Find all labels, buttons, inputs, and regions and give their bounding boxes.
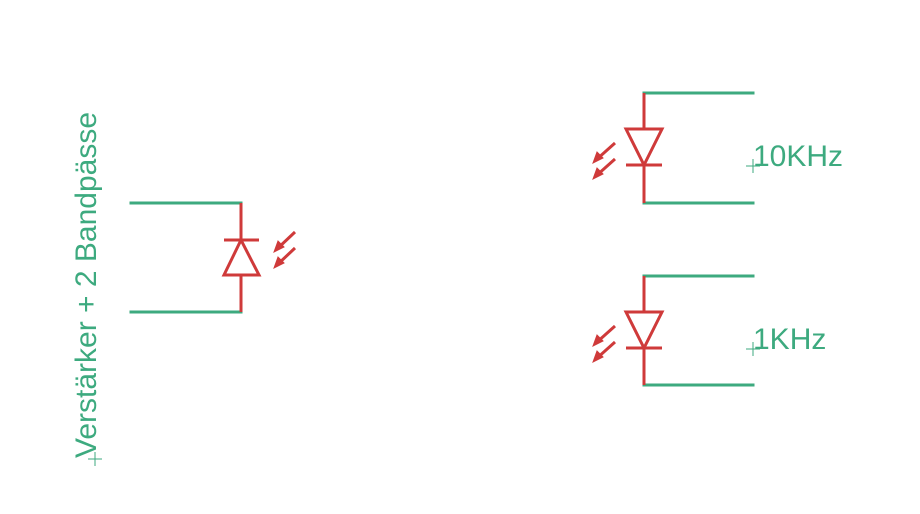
photodiode-receiver-icon [221, 203, 297, 312]
photodiode-assembly [129, 201, 297, 314]
led-emitter-icon [592, 93, 665, 203]
label-origin-1khz [746, 342, 760, 356]
led-emitter-icon [592, 276, 665, 385]
label-1khz: 1KHz [753, 323, 826, 356]
label-amplifier-bandpass: Verstärker + 2 Bandpässe [70, 112, 103, 458]
label-origin-10khz [746, 159, 760, 173]
led-1khz-assembly: 1KHz [592, 274, 826, 387]
label-10khz: 10KHz [753, 140, 843, 173]
label-origin-left [88, 452, 102, 466]
led-10khz-assembly: 10KHz [592, 91, 843, 205]
